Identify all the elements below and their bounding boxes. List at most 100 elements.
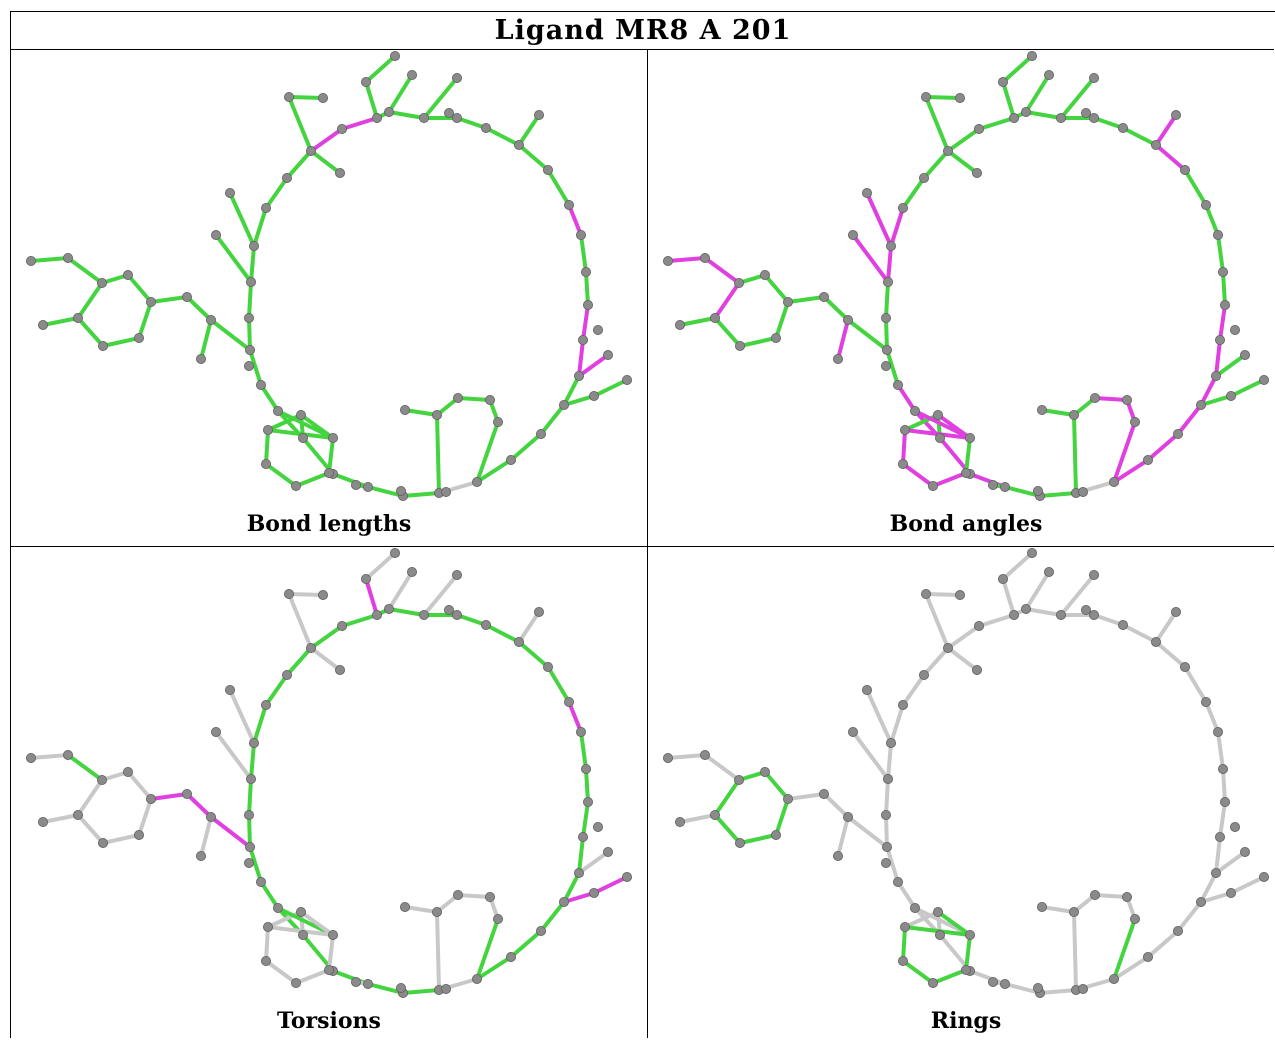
atom [244,344,255,355]
atom [847,229,858,240]
grid-line [10,49,1274,50]
atom [505,454,516,465]
bond [786,792,826,801]
atom [327,432,338,443]
bond [884,316,889,352]
atom [210,726,221,737]
bond [185,295,213,322]
bond [931,968,968,985]
atom [574,370,585,381]
atom [593,821,604,832]
bond [340,116,379,131]
atom [360,76,371,87]
bond [475,458,513,484]
bond [517,143,550,172]
atom [452,889,463,900]
bond [76,813,105,845]
atom [842,314,853,325]
atom [181,291,192,302]
bond [403,408,439,417]
bond [546,665,571,704]
atom [771,829,782,840]
bond [901,673,926,707]
atom [960,467,971,478]
atom [927,977,938,988]
atom [418,610,429,621]
bond [199,815,213,858]
atom [920,589,931,600]
atom [371,610,382,621]
atom [578,334,589,345]
atom [897,955,908,966]
bond [1038,491,1078,498]
atom [1117,123,1128,134]
atom [782,793,793,804]
bond [264,673,289,707]
atom [1008,113,1019,124]
bond [456,396,492,402]
atom [897,699,908,710]
bond [592,378,629,398]
bond [924,592,962,597]
atom [1150,637,1161,648]
bond [199,318,213,361]
atom [589,390,600,401]
bond [936,910,972,937]
bond [366,982,405,995]
atom [281,173,292,184]
atom [1201,199,1212,210]
atom [1117,620,1128,631]
bond [562,891,596,904]
atom [334,665,345,676]
atom [971,168,982,179]
bond [387,607,426,617]
bond [1176,900,1203,933]
atom [290,480,301,491]
grid-line [10,546,1274,547]
bond [137,797,153,837]
bond [1199,374,1218,407]
atom [1220,299,1231,310]
bond [1040,408,1076,417]
atom [622,871,633,882]
bond [247,280,253,320]
atom [205,314,216,325]
atom [245,276,256,287]
atom [395,982,406,993]
bond [562,394,596,407]
atom [63,252,74,263]
atom [782,296,793,307]
bond [252,703,268,745]
bond [584,767,590,804]
atom [1150,140,1161,151]
bond [1024,570,1051,611]
bond [851,233,890,284]
bond [228,191,256,248]
bond [126,770,153,801]
bond [763,770,790,801]
atom [283,92,294,103]
atom [336,621,347,632]
atom [559,399,570,410]
atom [484,394,495,405]
atom [999,481,1010,492]
bond [1093,396,1129,402]
atom [63,749,74,760]
bond [228,688,256,745]
atom [861,187,872,198]
bond [889,703,905,745]
bond [678,813,717,824]
bond [185,792,213,819]
atom [1173,428,1184,439]
atom [1226,887,1237,898]
bond [713,778,741,817]
atom [399,404,410,415]
atom [997,76,1008,87]
bond [29,256,70,263]
bond [299,910,335,937]
atom [881,841,892,852]
bond [364,551,397,581]
atom [973,124,984,135]
atom [1226,390,1237,401]
atom [297,929,308,940]
